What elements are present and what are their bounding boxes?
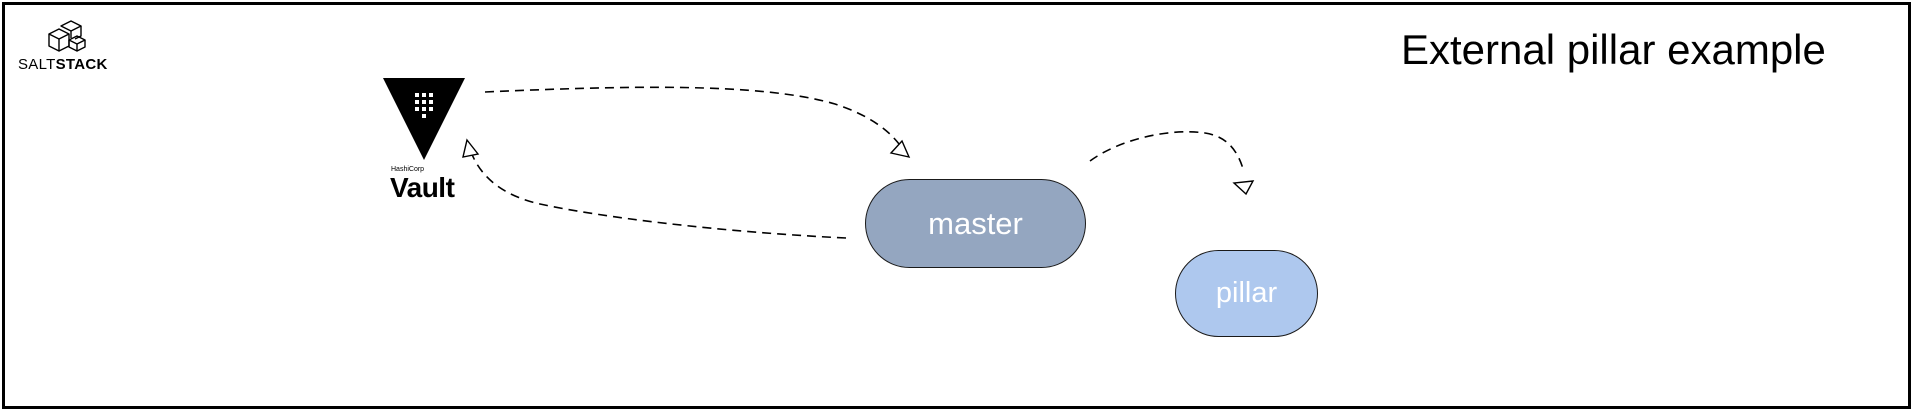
saltstack-cubes-icon: [48, 20, 86, 52]
diagram-title: External pillar example: [1401, 26, 1826, 73]
brand-stack: STACK: [55, 56, 108, 73]
vault-triangle-icon: [383, 78, 465, 160]
saltstack-logo: SALTSTACK: [18, 20, 118, 76]
saltstack-wordmark: SALTSTACK: [18, 56, 108, 73]
master-node: master: [865, 179, 1086, 268]
vault-logo: HashiCorp Vault: [383, 78, 465, 203]
brand-salt: SALT: [18, 56, 56, 73]
pillar-node: pillar: [1175, 250, 1318, 337]
vault-company-label: HashiCorp: [391, 166, 425, 173]
vault-product-label: Vault: [390, 172, 455, 203]
